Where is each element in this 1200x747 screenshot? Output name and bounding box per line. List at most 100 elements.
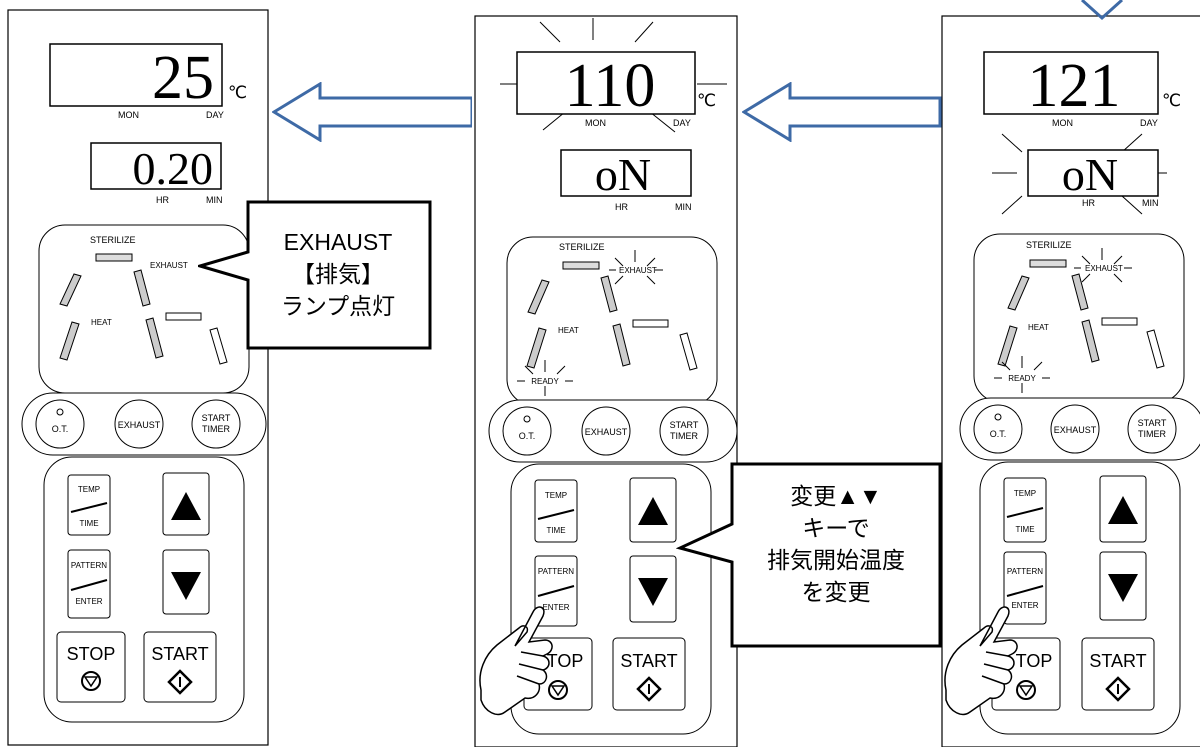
exhaust-button[interactable] — [114, 399, 164, 449]
ready-flash-rays — [517, 360, 573, 396]
lamp-segment — [145, 317, 164, 359]
exhaust-flash-rays — [1074, 248, 1132, 283]
time-sub-left: HR — [615, 202, 628, 212]
flow-arrow-left — [272, 82, 472, 142]
temp-value: 110 — [565, 52, 656, 120]
lamp-segment — [527, 279, 550, 315]
start-button[interactable] — [1081, 637, 1155, 711]
flow-arrow-middle — [742, 82, 942, 142]
temp-unit: ℃ — [1162, 91, 1181, 110]
control-panel-middle: 110 ℃ MON DAY oN HR MIN STERILIZE EXHAUS… — [474, 0, 741, 747]
stop-button-label: STOP — [67, 644, 116, 664]
ot-button-label: O.T. — [52, 424, 69, 434]
lamp-segment — [133, 269, 151, 307]
callout-line: ランプ点灯 — [280, 293, 396, 319]
up-arrow-icon — [638, 497, 668, 525]
lamp-bar — [165, 312, 202, 321]
lamp-sterilize — [95, 253, 133, 262]
time-sub-left: HR — [1082, 198, 1095, 208]
lamp-sterilize-label: STERILIZE — [559, 242, 605, 252]
lamp-sterilize — [1029, 259, 1067, 268]
stop-button[interactable] — [56, 631, 126, 703]
temp-unit: ℃ — [697, 91, 716, 110]
stop-icon-triangle — [550, 685, 566, 697]
start-timer-label-1: START — [202, 413, 231, 423]
exhaust-button[interactable] — [581, 406, 631, 456]
pattern-key-label: PATTERN — [71, 561, 107, 570]
ot-button-label: O.T. — [990, 429, 1007, 439]
time-value: 0.20 — [133, 143, 214, 194]
temp-time-key[interactable] — [67, 474, 111, 536]
temp-time-key[interactable] — [534, 479, 578, 543]
callout-bubble — [676, 462, 942, 648]
ot-button-label: O.T. — [519, 431, 536, 441]
start-timer-button[interactable] — [191, 399, 241, 449]
lamp-segment — [1081, 319, 1100, 363]
time-key-label: TIME — [79, 519, 98, 528]
stop-icon-triangle — [83, 676, 99, 688]
start-button[interactable] — [612, 637, 686, 711]
start-timer-button[interactable] — [659, 406, 709, 456]
lamp-segment — [1007, 275, 1030, 311]
ot-button[interactable] — [973, 404, 1023, 454]
key-divider — [1006, 507, 1044, 518]
time-key-label: TIME — [1015, 525, 1034, 534]
callout-line: 【排気】 — [292, 261, 384, 287]
temp-key-label: TEMP — [78, 485, 100, 494]
lamp-bar — [1101, 317, 1138, 326]
ot-indicator-icon — [523, 415, 531, 423]
key-divider — [70, 502, 108, 513]
lamp-sterilize — [562, 261, 600, 270]
ot-indicator-icon — [994, 413, 1002, 421]
ot-button[interactable] — [502, 406, 552, 456]
exhaust-button[interactable] — [1050, 404, 1100, 454]
ot-button[interactable] — [35, 399, 85, 449]
ot-indicator-icon — [56, 408, 64, 416]
time-display — [1027, 149, 1159, 197]
lamp-ready-label: READY — [1008, 374, 1036, 383]
exhaust-button-label: EXHAUST — [118, 420, 161, 430]
panel-drawing: 121 ℃ MON DAY oN HR MIN STERILIZE EXHAUS… — [941, 0, 1200, 747]
key-divider — [70, 579, 108, 591]
temp-unit: ℃ — [228, 83, 247, 102]
start-button[interactable] — [143, 631, 217, 703]
time-display — [560, 149, 692, 197]
change-callout — [676, 462, 942, 648]
lamp-exhaust-label: EXHAUST — [150, 261, 188, 270]
pointing-hand-icon — [479, 606, 553, 716]
time-value: oN — [595, 149, 651, 200]
down-arrow-icon — [171, 572, 201, 600]
lamp-segment — [997, 325, 1018, 367]
temp-sub-left: MON — [1052, 118, 1073, 128]
pattern-key-label: PATTERN — [538, 567, 574, 576]
lamp-segment — [526, 327, 547, 369]
temp-sub-right: DAY — [206, 110, 224, 120]
key-divider — [1006, 585, 1044, 597]
lamp-segment — [59, 273, 82, 307]
time-value: oN — [1062, 149, 1118, 200]
enter-key-label: ENTER — [75, 597, 102, 606]
control-panel-left: 25 ℃ MON DAY 0.20 HR MIN STERILIZE EXHAU… — [7, 0, 274, 747]
start-button-label: START — [151, 644, 208, 664]
temp-sub-right: DAY — [673, 118, 691, 128]
lamp-exhaust-label: EXHAUST — [619, 266, 657, 275]
start-timer-label-2: TIMER — [202, 424, 230, 434]
time-sub-right: MIN — [206, 195, 223, 205]
stop-icon-triangle — [1018, 685, 1034, 697]
start-timer-label-1: START — [1138, 418, 1167, 428]
exhaust-callout-text: EXHAUST 【排気】 ランプ点灯 — [250, 226, 426, 322]
change-callout-text: 変更▲▼ キーで 排気開始温度 を変更 — [736, 480, 936, 608]
panel-drawing: 110 ℃ MON DAY oN HR MIN STERILIZE EXHAUS… — [474, 15, 738, 747]
temp-value: 121 — [1028, 52, 1121, 120]
pointing-hand-icon — [944, 606, 1018, 716]
pattern-enter-key[interactable] — [1003, 551, 1047, 625]
start-timer-button[interactable] — [1127, 404, 1177, 454]
temp-key-label: TEMP — [1014, 489, 1036, 498]
temp-time-key[interactable] — [1003, 477, 1047, 543]
callout-line: EXHAUST — [283, 229, 393, 255]
callout-line: 排気開始温度 — [767, 547, 905, 573]
exhaust-flash-rays — [609, 250, 663, 285]
ready-flash-rays — [994, 356, 1050, 393]
lamp-area — [973, 233, 1185, 403]
down-arrow-icon — [1108, 574, 1138, 602]
